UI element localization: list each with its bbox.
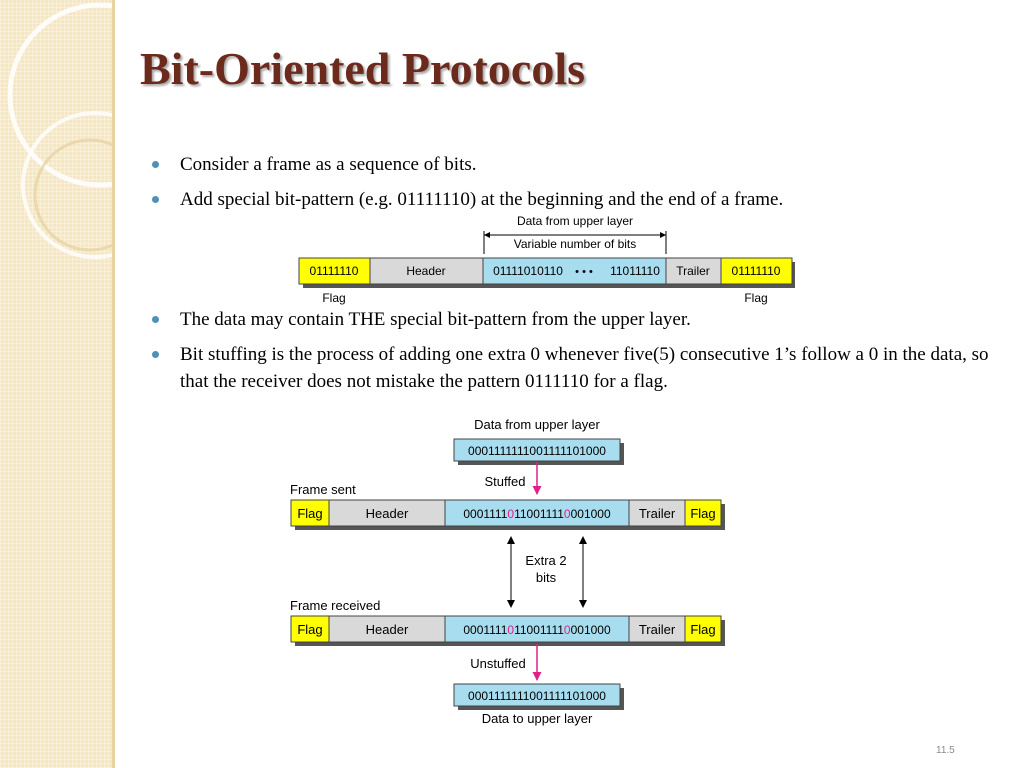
slide-title: Bit-Oriented Protocols <box>140 43 585 94</box>
received-flag-left <box>290 615 330 643</box>
bullet-item: Consider a frame as a sequence of bits. <box>152 151 1002 178</box>
received-trailer <box>628 615 686 643</box>
bullet-item: The data may contain THE special bit-pat… <box>152 306 1002 333</box>
decorative-circles <box>7 2 115 259</box>
sent-trailer-label: Trailer <box>639 506 676 521</box>
flag-right-bits: 01111110 <box>732 264 781 278</box>
unstuffed-label: Unstuffed <box>470 656 525 671</box>
trailer-label: Trailer <box>676 264 710 278</box>
flag-left-box <box>298 257 371 285</box>
upper-data-bits: 0001111111001111101000 <box>468 444 606 458</box>
sent-trailer <box>628 499 686 527</box>
sent-header <box>328 499 446 527</box>
received-data-bits: 00011110110011110001000 <box>463 623 611 637</box>
header-label: Header <box>406 264 445 278</box>
trailer-box <box>665 257 722 285</box>
sent-flag-right-label: Flag <box>690 506 715 521</box>
flag-caption-right: Flag <box>744 291 767 305</box>
extra-bits-label-2: bits <box>536 570 557 585</box>
sent-data <box>444 499 630 527</box>
received-flag-right-label: Flag <box>690 622 715 637</box>
flag-right-box <box>720 257 793 285</box>
bit-stuffing-diagram: Data from upper layer 000111111100111110… <box>290 417 725 726</box>
slide-number: 11.5 <box>936 745 955 756</box>
decorative-sidebar <box>0 0 115 768</box>
header-box <box>369 257 484 285</box>
data-right-bits: 11011110 <box>610 264 660 278</box>
data-from-upper-label: Data from upper layer <box>474 417 600 432</box>
flag-left-bits: 01111110 <box>310 264 359 278</box>
upper-data-box <box>453 438 621 462</box>
data-to-upper-label: Data to upper layer <box>482 711 593 726</box>
frame-format-diagram: Data from upper layer Variable number of… <box>298 214 795 305</box>
lower-data-bits: 0001111111001111101000 <box>468 689 606 703</box>
sidebar-edge <box>112 0 115 768</box>
received-header <box>328 615 446 643</box>
stuffed-label: Stuffed <box>485 474 526 489</box>
frame-sent-label: Frame sent <box>290 482 356 497</box>
flag-caption-left: Flag <box>322 291 345 305</box>
received-flag-right <box>684 615 722 643</box>
extra-bits-label-1: Extra 2 <box>525 553 566 568</box>
sent-header-label: Header <box>366 506 409 521</box>
variable-bits-label: Variable number of bits <box>514 237 637 251</box>
data-left-bits: 01111010110 <box>493 264 563 278</box>
received-data <box>444 615 630 643</box>
received-trailer-label: Trailer <box>639 622 676 637</box>
sent-data-bits: 00011110110011110001000 <box>463 507 611 521</box>
bullet-item: Add special bit-pattern (e.g. 01111110) … <box>152 186 1002 213</box>
sent-flag-left-label: Flag <box>297 506 322 521</box>
bullet-list-bottom: The data may contain THE special bit-pat… <box>152 306 1002 403</box>
data-from-upper-label: Data from upper layer <box>517 214 633 228</box>
sent-flag-right <box>684 499 722 527</box>
frame-received-label: Frame received <box>290 598 380 613</box>
bullet-list-top: Consider a frame as a sequence of bits. … <box>152 151 1002 221</box>
bullet-item: Bit stuffing is the process of adding on… <box>152 341 1002 395</box>
lower-data-box <box>453 683 621 707</box>
received-header-label: Header <box>366 622 409 637</box>
received-flag-left-label: Flag <box>297 622 322 637</box>
data-dots: • • • <box>575 266 593 278</box>
